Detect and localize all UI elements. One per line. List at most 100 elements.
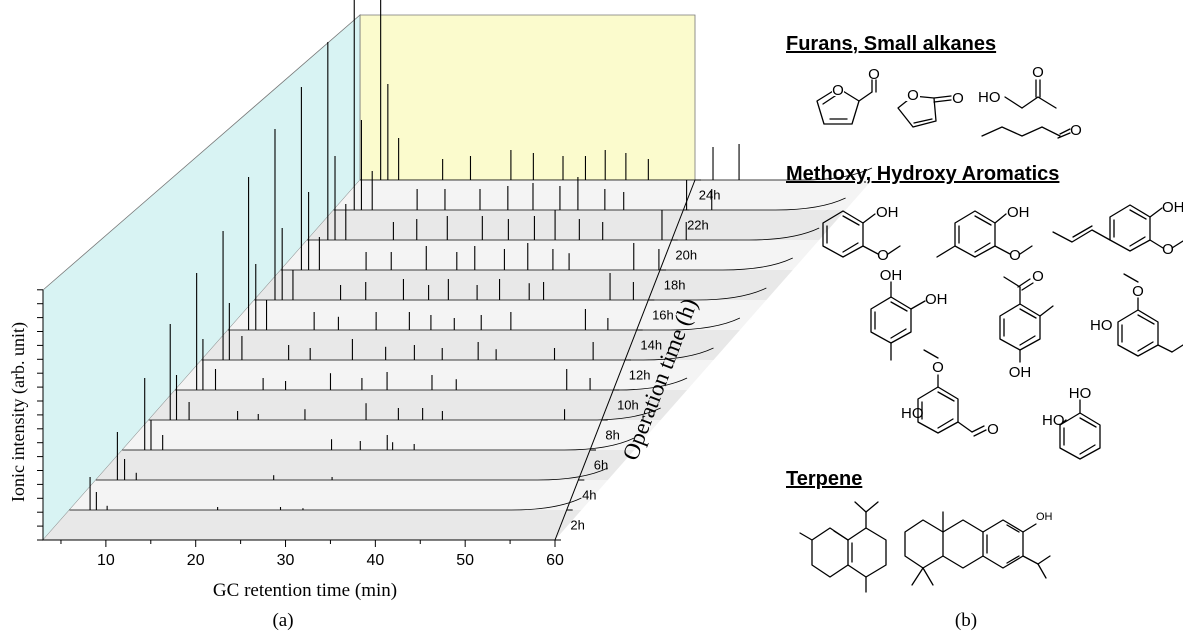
atom-ho: HO — [978, 89, 1001, 106]
y-axis-label: Ionic intensity (arb. unit) — [8, 322, 29, 502]
trace-baseline — [95, 467, 609, 481]
floor-strip — [69, 480, 608, 510]
atom-oh: OH — [876, 204, 899, 221]
compound-panel: Furans, Small alkanes O O O O HO — [786, 33, 1183, 631]
series-14h — [227, 177, 741, 331]
catechol-structure: HO HO — [1042, 385, 1101, 460]
atom-oh: OH — [1007, 204, 1030, 221]
x-tick-label: 60 — [546, 552, 564, 569]
trace-baseline — [254, 287, 767, 301]
atom-oh: OH — [880, 267, 903, 284]
floor-strip — [43, 510, 582, 540]
series-2h — [69, 477, 582, 511]
atom-ho: HO — [1090, 317, 1113, 334]
series-6h — [122, 378, 635, 451]
trace-baseline — [360, 167, 873, 181]
x-tick-label: 10 — [97, 552, 115, 569]
chromatogram-traces — [69, 0, 873, 511]
furfural-structure: O O — [816, 66, 880, 125]
trace-baseline — [227, 317, 741, 331]
floor-strips — [43, 180, 872, 540]
atom-o: O — [987, 421, 999, 438]
series-18h — [280, 87, 793, 271]
floor-strip — [307, 210, 846, 240]
atom-o: O — [1032, 64, 1044, 81]
atom-oh: OH — [1162, 199, 1183, 216]
atom-o: O — [832, 82, 844, 99]
trace-baseline — [201, 347, 714, 361]
section-title-furans: Furans, Small alkanes — [786, 33, 996, 55]
trace-baseline — [148, 407, 661, 421]
z-tick-label: 2h — [570, 518, 584, 533]
section-title-terpene: Terpene — [786, 468, 862, 490]
vanillin-structure: O HO O — [901, 349, 999, 438]
atom-ho: HO — [1042, 412, 1065, 429]
z-tick-label: 6h — [594, 458, 608, 473]
atom-oh: OH — [1009, 364, 1032, 381]
z-tick-label: 12h — [629, 368, 651, 383]
atom-oh: OH — [1036, 511, 1053, 523]
floor-strip — [148, 390, 688, 420]
atom-o: O — [868, 66, 880, 83]
panel-label-a: (a) — [272, 610, 293, 631]
hydroxyacetophenone-structure: O OH — [999, 268, 1054, 381]
hydroxyacetone-structure: HO O — [978, 64, 1057, 109]
methylcatechol-structure: OH OH — [870, 267, 948, 361]
z-tick-label: 20h — [675, 248, 697, 263]
floor-strip — [280, 240, 820, 270]
back-wall — [359, 14, 696, 181]
x-tick-label: 40 — [366, 552, 384, 569]
x-axis-label: GC retention time (min) — [213, 580, 397, 601]
z-tick-label: 10h — [617, 398, 639, 413]
floor-strip — [175, 360, 714, 390]
floor-strip — [95, 450, 635, 480]
atom-oh: OH — [925, 291, 948, 308]
trace-baseline — [307, 227, 820, 241]
atom-o: O — [877, 247, 889, 264]
series-22h — [333, 0, 846, 211]
atom-o: O — [1032, 268, 1044, 285]
floor-strip — [201, 330, 740, 360]
z-tick-label: 24h — [699, 188, 721, 203]
furanone-structure: O O — [897, 87, 964, 128]
z-tick-label: 8h — [605, 428, 619, 443]
trace-baseline — [333, 197, 846, 211]
methoxyphenol-structure: O HO — [1090, 273, 1183, 357]
guaiacol-structure: OH O — [822, 204, 901, 264]
trace-baseline — [69, 497, 582, 511]
trace-baseline — [122, 437, 635, 451]
atom-o: O — [907, 87, 919, 104]
methylguaiacol-structure: OH O — [936, 204, 1033, 264]
atom-o: O — [1162, 241, 1174, 258]
atom-ho: HO — [1069, 385, 1092, 402]
panel-label-b: (b) — [955, 610, 977, 631]
cadinene-structure — [799, 501, 887, 593]
pentanal-structure: O — [981, 122, 1082, 139]
x-tick-label: 20 — [187, 552, 205, 569]
floor-strip — [122, 420, 661, 450]
isoeugenol-structure: OH O — [1052, 199, 1183, 258]
floor-strip — [333, 180, 872, 210]
trace-baseline — [280, 257, 793, 271]
series-8h — [148, 324, 661, 421]
series-24h — [360, 0, 873, 181]
section-title-aromatics: Methoxy, Hydroxy Aromatics — [786, 163, 1059, 185]
y-axis-ticks — [37, 289, 43, 541]
z-tick-label: 22h — [687, 218, 709, 233]
atom-o: O — [952, 90, 964, 107]
atom-ho: HO — [901, 405, 924, 422]
z-tick-label: 14h — [640, 338, 662, 353]
atom-o: O — [1132, 283, 1144, 300]
floor-strip — [227, 300, 767, 330]
atom-o: O — [1009, 247, 1021, 264]
x-tick-label: 30 — [277, 552, 295, 569]
z-tick-label: 16h — [652, 308, 674, 323]
floor-strip — [254, 270, 793, 300]
series-4h — [95, 432, 609, 481]
z-tick-label: 4h — [582, 488, 596, 503]
ferruginol-structure: OH — [904, 511, 1053, 586]
